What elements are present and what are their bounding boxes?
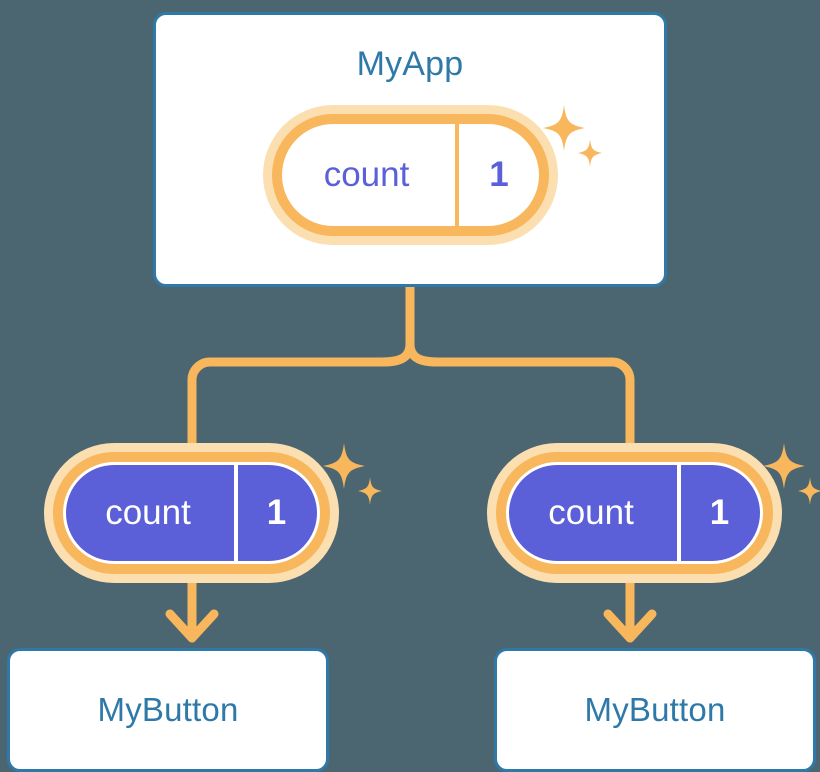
connector-branch-right [405,339,635,451]
component-card-mybutton-left[interactable]: MyButton [7,648,329,772]
state-pill-child-left[interactable]: count 1 [44,443,339,583]
component-card-mybutton-right[interactable]: MyButton [494,648,816,772]
connector-branch-left [187,339,415,451]
state-value-label: 1 [455,124,539,226]
component-label: MyButton [584,691,726,728]
pill-body: count 1 [506,462,763,564]
pill-body: count 1 [63,462,320,564]
state-key-label: count [105,493,191,532]
page-title: MyApp [356,45,464,83]
state-pill-child-right[interactable]: count 1 [487,443,782,583]
state-key-label: count [323,155,410,194]
component-label: MyButton [97,691,239,728]
state-value-label: 1 [677,465,758,561]
arrow-left-head [165,609,219,643]
state-value-label: 1 [234,465,315,561]
state-key-label: count [548,493,634,532]
state-pill-root[interactable]: count 1 [263,105,558,245]
arrow-right-head [603,609,657,643]
pill-body: count 1 [282,124,539,226]
